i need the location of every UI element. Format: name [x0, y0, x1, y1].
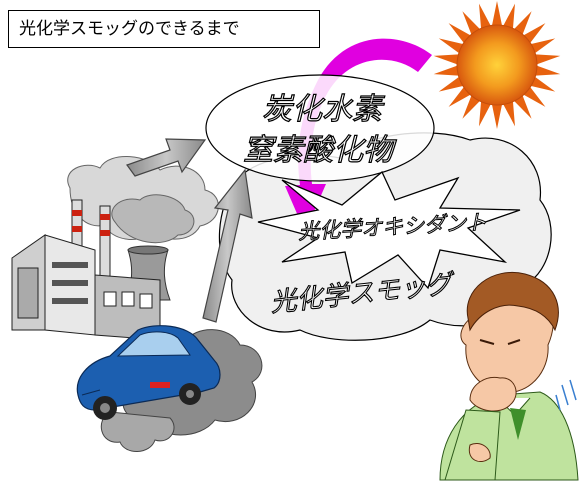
nitrogen-oxides-label: 窒素酸化物	[243, 133, 397, 168]
precursors-ellipse	[205, 74, 435, 182]
factory-to-precursors-arrow	[126, 138, 207, 177]
sun-icon	[433, 1, 561, 129]
car-to-precursors-arrow	[202, 168, 253, 323]
car-illustration	[76, 325, 263, 452]
oxidant-starburst	[257, 170, 521, 290]
sun-rays	[433, 1, 561, 129]
factory-illustration	[11, 155, 219, 341]
coughing-person-illustration	[439, 272, 579, 481]
page-title: 光化学スモッグのできるまで	[8, 10, 320, 48]
hydrocarbons-label: 炭化水素	[262, 92, 385, 127]
